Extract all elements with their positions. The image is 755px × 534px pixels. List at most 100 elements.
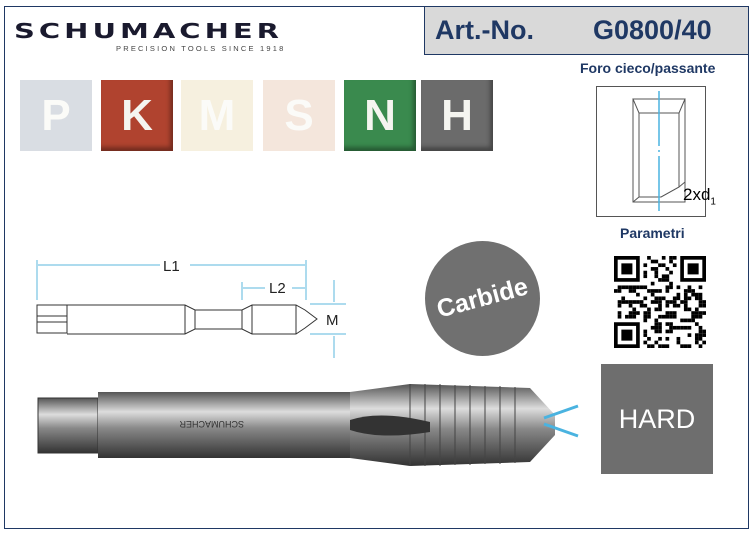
tap-tool-image: SCHUMACHER [37,384,579,466]
qr-module [694,333,699,337]
qr-module [672,296,677,301]
qr-module [658,289,662,293]
qr-module [658,344,662,348]
qr-module [658,300,662,304]
qr-module [650,300,655,304]
qr-module [683,296,688,301]
qr-module [665,300,670,304]
qr-module [650,325,655,330]
qr-module [694,322,699,326]
qr-module [654,267,659,271]
page-frame [4,6,749,529]
qr-module [683,292,688,297]
qr-module [669,314,673,319]
qr-module [694,314,699,319]
hardness-box: HARD [601,364,713,474]
qr-code[interactable] [609,256,711,348]
qr-module [687,285,692,290]
qr-module [683,289,688,293]
hole-type-title: Foro cieco/passante [580,60,716,76]
qr-module [676,303,681,308]
qr-module [698,296,703,301]
qr-module [636,300,640,304]
qr-module [643,303,648,308]
qr-module [672,300,677,304]
qr-module [661,263,666,268]
qr-module [654,318,659,323]
article-number-box: Art.-No. G0800/40 [424,6,749,55]
material-m: M [181,80,253,151]
qr-module [617,303,622,308]
qr-module [632,285,637,290]
qr-module [643,263,648,268]
qr-module [647,344,651,348]
qr-module [625,314,629,319]
qr-module [658,322,662,326]
qr-module [702,333,706,337]
qr-module [687,307,692,312]
qr-module [672,303,677,308]
schumacher-logo: SCHUMACHER PRECISION TOOLS SINCE 1918 [14,20,294,53]
qr-module [676,336,681,341]
qr-module [654,259,659,264]
qr-module [636,292,640,297]
qr-module [669,281,673,286]
qr-module [669,300,673,304]
qr-module [669,329,673,334]
qr-module [669,256,673,260]
qr-module [617,314,622,319]
material-p: P [20,80,92,151]
qr-module [643,318,648,323]
qr-module [658,329,662,334]
qr-module [636,285,640,290]
qr-module [621,329,633,341]
qr-module [617,311,622,315]
qr-module [680,318,684,323]
qr-module [658,278,662,282]
qr-module [650,289,655,293]
qr-module [621,300,626,304]
qr-module [643,329,648,334]
qr-module [665,344,670,348]
qr-module [672,256,677,260]
qr-module [621,263,633,275]
qr-module [654,307,659,312]
qr-module [658,314,662,319]
qr-module [683,307,688,312]
qr-module [665,289,670,293]
qr-module [643,270,648,275]
qr-module [665,303,670,308]
qr-module [632,311,637,315]
material-n: N [344,80,416,151]
qr-module [691,318,695,323]
qr-module [669,322,673,326]
qr-module [698,329,703,334]
qr-module [658,303,662,308]
qr-module [665,267,670,271]
qr-module [698,311,703,315]
qr-module [647,289,651,293]
qr-module [669,311,673,315]
qr-module [654,329,659,334]
qr-module [661,344,666,348]
qr-module [672,311,677,315]
qr-module [617,289,622,293]
qr-module [647,336,651,341]
qr-module [687,333,692,337]
qr-module [694,311,699,315]
qr-module [617,300,622,304]
material-h: H [421,80,493,151]
qr-module [639,300,644,304]
qr-module [632,307,637,312]
logo-tagline: PRECISION TOOLS SINCE 1918 [116,44,286,53]
qr-module [683,318,688,323]
qr-module [687,344,692,348]
qr-module [654,325,659,330]
qr-module [632,289,637,293]
m-label: M [326,312,339,329]
qr-module [694,336,699,341]
qr-module [665,329,670,334]
depth-label: 2xd1 [683,185,716,208]
qr-module [647,256,651,260]
qr-module [625,300,629,304]
